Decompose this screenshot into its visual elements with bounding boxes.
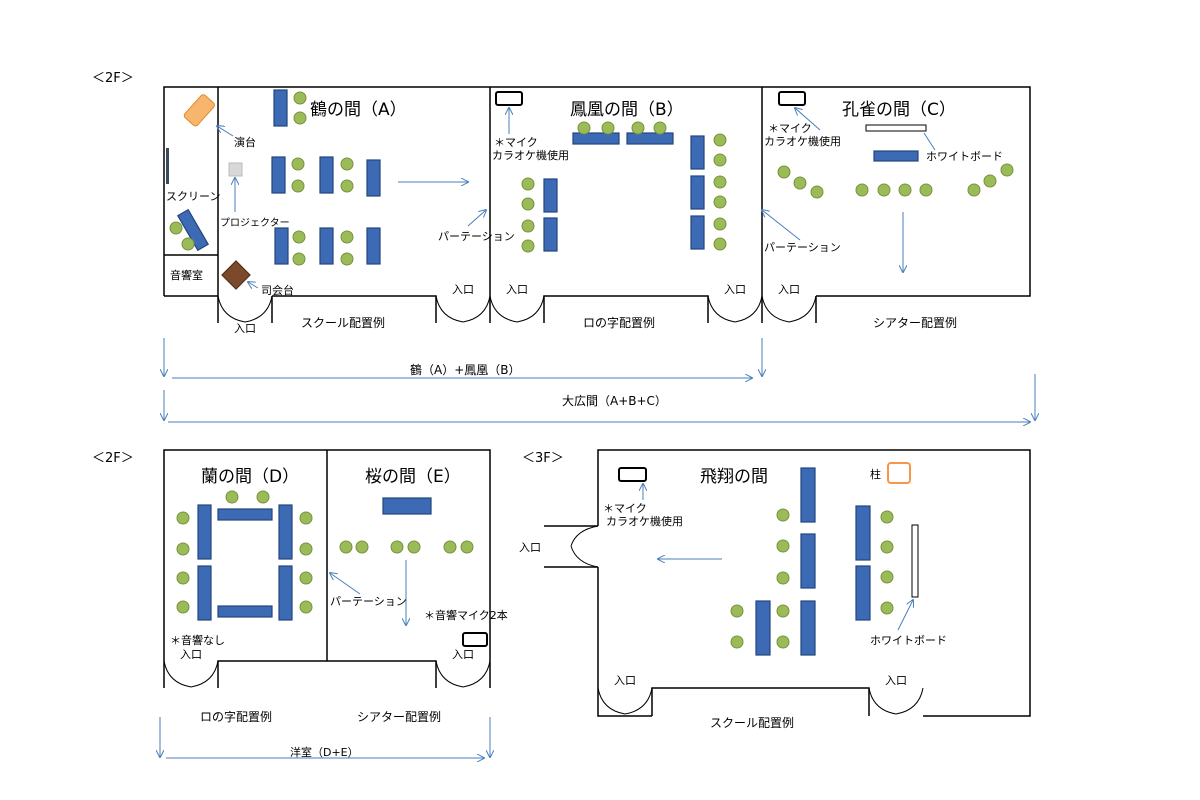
arrows-2f-top (217, 108, 936, 288)
room-title-e: 桜の間（E） (365, 467, 461, 487)
room-title-c: 孔雀の間（C） (842, 100, 956, 120)
partition-label: パーテーション (438, 230, 515, 243)
mic-label-line1: ＊マイク (494, 136, 538, 149)
floor-label-3f: ＜3F＞ (522, 451, 564, 466)
room-d-furniture (176, 490, 313, 621)
screen-label: スクリーン (166, 190, 221, 203)
room-title-a: 鶴の間（A） (310, 100, 407, 120)
layout-label-square: ロの字配置例 (200, 710, 273, 724)
span-label-ab: 鶴（A）+鳳凰（B） (410, 363, 521, 377)
layout-label-school: スクール配置例 (301, 316, 386, 330)
mic-machine-icon (462, 632, 488, 647)
doors-2f-top (217, 295, 817, 323)
mc-stand-label: 司会台 (261, 284, 294, 297)
partition-label: パーテーション (764, 241, 841, 254)
mic-label-line1: ＊マイク (768, 122, 812, 135)
mic-label-line2: カラオケ機使用 (764, 135, 841, 148)
sound-mic-label: ＊音響マイク2本 (424, 609, 508, 622)
partition-label: パーテーション (330, 595, 407, 608)
mic-label-line2: カラオケ機使用 (492, 149, 569, 162)
layout-label-theater: シアター配置例 (357, 710, 442, 724)
arrows-2f-bottom (160, 560, 490, 758)
whiteboard-label: ホワイトボード (926, 150, 1003, 163)
entrance-label: 入口 (885, 674, 907, 687)
floor-2f-bottom-walls (163, 449, 491, 688)
mic-machine-icon (495, 91, 523, 106)
entrance-label: 入口 (778, 283, 800, 296)
sound-room-label: 音響室 (170, 269, 203, 282)
floor-3f-walls (544, 449, 1031, 717)
projector-label: プロジェクター (220, 218, 290, 229)
mic-machine-icon (778, 91, 806, 106)
room-a-furniture (166, 89, 381, 290)
room-e-furniture (339, 497, 488, 647)
entrance-label: 入口 (452, 648, 474, 661)
mic-label-line1: ＊マイク (603, 502, 647, 515)
layout-label-theater: シアター配置例 (873, 316, 958, 330)
entrance-label: 入口 (452, 283, 474, 296)
floor-label-2f-lower: ＜2F＞ (92, 451, 134, 466)
room-title-hishou: 飛翔の間 (700, 467, 768, 487)
room-b-furniture (495, 91, 727, 253)
mc-stand-icon (221, 260, 251, 290)
whiteboard-label: ホワイトボード (870, 634, 947, 647)
whiteboard-icon (911, 524, 919, 598)
entrance-label: 入口 (234, 322, 256, 335)
room-hishou-furniture (618, 462, 919, 656)
projector-icon (228, 162, 243, 177)
span-arrows (164, 338, 1035, 422)
pillar-icon (887, 462, 911, 484)
entrance-label: 入口 (180, 648, 202, 661)
layout-label-school: スクール配置例 (710, 716, 795, 730)
entrance-label: 入口 (519, 541, 541, 554)
room-title-d: 蘭の間（D） (201, 467, 300, 487)
floor-label-2f: ＜2F＞ (92, 71, 134, 86)
entrance-label: 入口 (506, 283, 528, 296)
room-c-furniture (777, 91, 1014, 199)
span-label-abc: 大広間（A+B+C） (562, 394, 667, 408)
screen-icon (166, 148, 169, 184)
arrows-3f (643, 484, 913, 631)
entrance-label: 入口 (724, 283, 746, 296)
mic-label-line2: カラオケ機使用 (606, 515, 683, 528)
desk (273, 89, 288, 127)
podium-icon (183, 94, 215, 127)
entrance-label: 入口 (614, 674, 636, 687)
layout-label-square: ロの字配置例 (583, 316, 656, 330)
whiteboard-icon (865, 124, 927, 132)
podium-label: 演台 (234, 136, 256, 149)
span-label-de: 洋室（D+E） (290, 746, 359, 759)
no-sound-label: ＊音響なし (170, 634, 225, 647)
mic-machine-icon (618, 467, 647, 482)
room-title-b: 鳳凰の間（B） (570, 100, 684, 120)
pillar-label: 柱 (870, 468, 881, 481)
